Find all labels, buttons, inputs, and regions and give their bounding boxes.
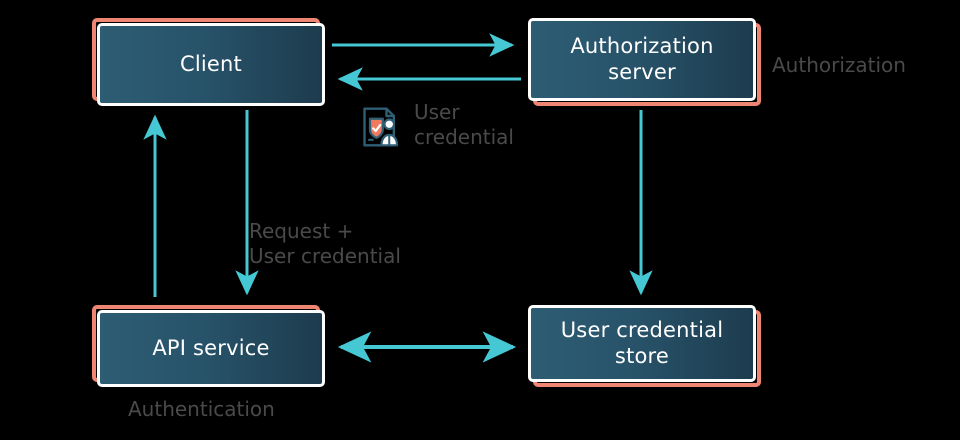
annotation-authorization: Authorization <box>772 53 906 77</box>
node-user-credential-store-label: User credential store <box>560 317 724 368</box>
node-client-label: Client <box>180 51 242 76</box>
annotation-user-credential: User credential <box>414 100 514 149</box>
node-client[interactable]: Client <box>92 18 325 106</box>
annotation-authentication: Authentication <box>128 397 275 421</box>
node-user-credential-store-face: User credential store <box>528 305 756 382</box>
node-api-service-face: API service <box>97 310 325 387</box>
annotation-request-user-credential: Request + User credential <box>249 219 401 268</box>
node-authorization-server[interactable]: Authorization server <box>528 18 761 106</box>
node-authorization-server-face: Authorization server <box>528 18 756 101</box>
node-api-service-label: API service <box>152 335 270 360</box>
node-api-service[interactable]: API service <box>92 305 325 387</box>
document-shield-person-icon <box>363 107 399 147</box>
node-authorization-server-label: Authorization server <box>570 33 714 84</box>
node-user-credential-store[interactable]: User credential store <box>528 305 761 387</box>
node-client-face: Client <box>97 23 325 106</box>
